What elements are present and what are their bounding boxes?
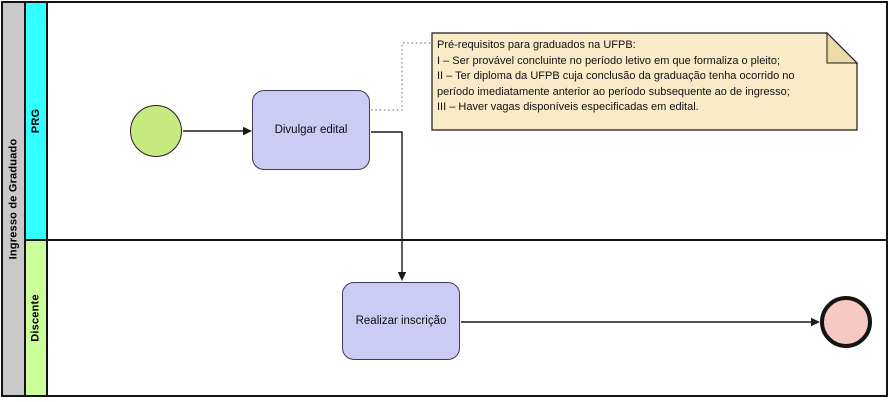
pool-header: Ingresso de Graduado bbox=[3, 3, 24, 395]
pool-label: Ingresso de Graduado bbox=[7, 138, 20, 260]
lane-header-discente: Discente bbox=[26, 241, 46, 395]
task-label: Divulgar edital bbox=[274, 124, 348, 136]
annotation-text: Pré-requisitos para graduados na UFPB: I… bbox=[437, 38, 851, 116]
start-event bbox=[130, 105, 182, 157]
lane-divider bbox=[24, 239, 886, 241]
task-label: Realizar inscrição bbox=[355, 315, 447, 327]
annotation-line: II – Ter diploma da UFPB cuja conclusão … bbox=[437, 70, 795, 83]
pool-lane-separator bbox=[24, 3, 26, 395]
task-realizar-inscricao: Realizar inscrição bbox=[342, 282, 460, 360]
lane-label-discente: Discente bbox=[30, 294, 43, 342]
annotation-line: período imediatamente anterior ao períod… bbox=[437, 85, 790, 98]
lane-label-prg: PRG bbox=[30, 108, 42, 134]
lane-header-prg: PRG bbox=[26, 3, 46, 239]
annotation-line: III – Haver vagas disponíveis especifica… bbox=[437, 101, 699, 114]
task-divulgar-edital: Divulgar edital bbox=[252, 90, 370, 170]
annotation-line: Pré-requisitos para graduados na UFPB: bbox=[437, 39, 636, 51]
annotation-line: I – Ser provável concluinte no período l… bbox=[437, 54, 781, 67]
lane-content-separator bbox=[46, 3, 48, 395]
end-event bbox=[820, 296, 872, 348]
